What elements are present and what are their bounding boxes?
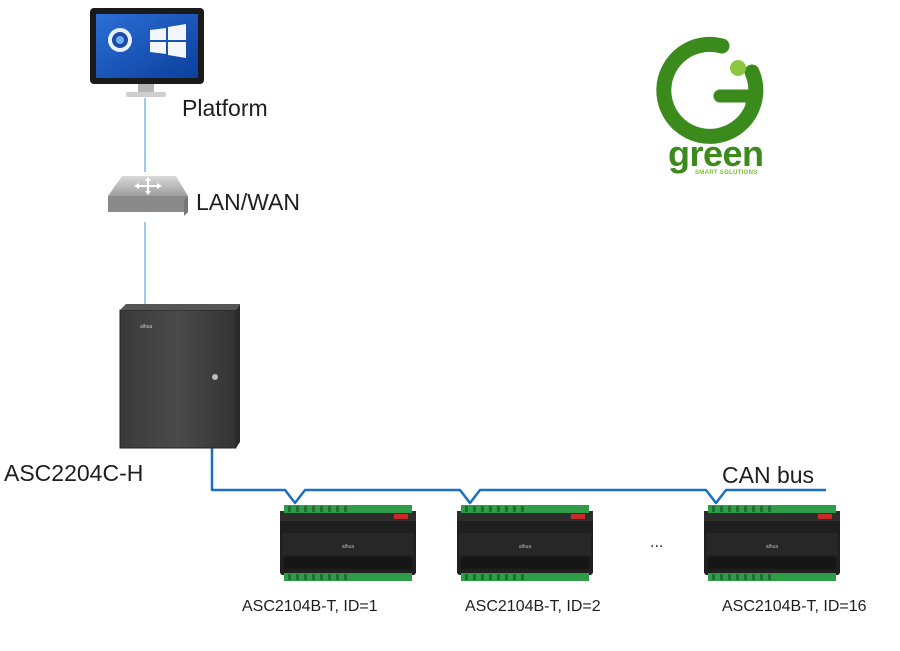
- svg-text:alhua: alhua: [140, 324, 152, 330]
- ellipsis-label: ...: [650, 534, 664, 551]
- network-label: LAN/WAN: [196, 189, 300, 215]
- green-logo-mark: [656, 36, 764, 144]
- can-bus-label: CAN bus: [722, 462, 815, 488]
- switch-icon: [108, 176, 188, 216]
- can-bus-line: [210, 448, 826, 505]
- controller-label: ASC2204C-H: [4, 460, 144, 486]
- logo-tagline: SMART SOLUTIONS: [695, 170, 758, 176]
- controller-cabinet-icon: alhua: [119, 304, 240, 449]
- io-module-icon: [704, 505, 840, 581]
- io-module-icon: [280, 505, 416, 581]
- module-label-1: ASC2104B-T, ID=1: [242, 598, 378, 615]
- monitor-icon: [90, 8, 204, 97]
- module-label-16: ASC2104B-T, ID=16: [722, 598, 867, 615]
- logo-wordmark: green: [668, 133, 764, 174]
- module-label-2: ASC2104B-T, ID=2: [465, 598, 601, 615]
- platform-label: Platform: [182, 95, 268, 121]
- io-module-icon: [457, 505, 593, 581]
